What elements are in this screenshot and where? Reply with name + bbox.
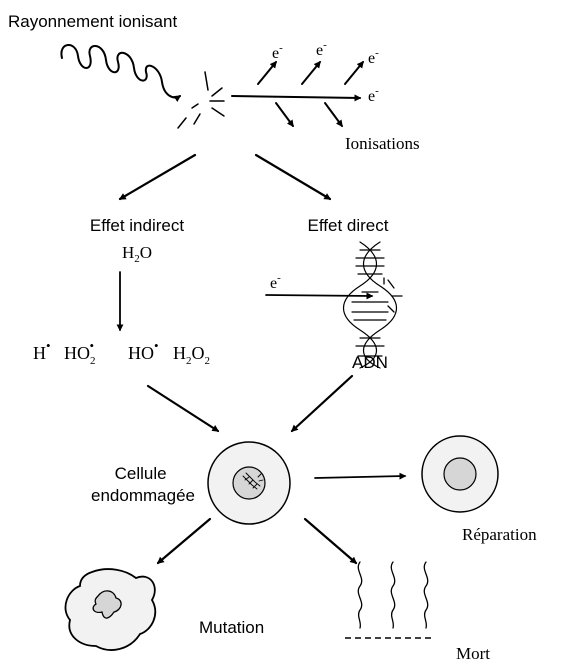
damaged-cell-nucleus: [232, 466, 266, 500]
arrow-cell-to-repair: [314, 472, 407, 480]
ionisation-arrow-2: [324, 102, 343, 128]
water-label: H2O: [122, 243, 152, 265]
damaged-cell-label: Cellule endommagée: [91, 464, 195, 505]
main-electron-arrow: [231, 94, 362, 102]
electron-arrow-1: [257, 60, 277, 85]
direct-effect-label: Effet direct: [308, 216, 389, 235]
mutation-label: Mutation: [199, 618, 264, 637]
arrow-to-direct: [254, 153, 332, 201]
dna-label: ADN: [352, 353, 388, 372]
electron-label-direct: e-: [270, 272, 281, 292]
electron-label-4: e-: [368, 85, 379, 105]
hydroperoxyl-radical-label: HO2•: [64, 338, 96, 367]
arrow-cell-to-death: [303, 517, 358, 565]
ionizing-ray-wave: [60, 44, 182, 103]
arrow-cell-to-mutation: [156, 517, 212, 565]
dead-cell-filaments: [357, 561, 429, 629]
ionisations-label: Ionisations: [345, 134, 420, 153]
impact-spark: [177, 71, 225, 129]
indirect-effect-label: Effet indirect: [90, 216, 184, 235]
arrow-to-indirect: [118, 153, 197, 201]
dna-helix: [343, 241, 397, 369]
hydrogen-peroxide-label: H2O2: [173, 343, 210, 367]
death-label: Mort: [456, 644, 490, 663]
arrow-electron-to-dna: [265, 292, 374, 300]
arrow-dna-to-cell: [290, 374, 354, 433]
repair-label: Réparation: [462, 525, 537, 544]
ionisation-arrow-1: [275, 102, 294, 128]
mutated-cell-nucleus: [92, 590, 122, 619]
arrow-radicals-to-cell: [146, 384, 220, 433]
electron-arrow-2: [301, 60, 321, 85]
dna-hit-spark: [383, 277, 403, 313]
electron-label-3: e-: [368, 47, 379, 67]
damaged-dna-fragment: [242, 472, 264, 490]
hydrogen-radical-label: H•: [33, 338, 51, 363]
electron-label-1: e-: [272, 42, 283, 62]
electron-label-2: e-: [316, 39, 327, 59]
repaired-cell-nucleus: [443, 457, 477, 491]
hydroxyl-radical-label: HO•: [128, 338, 159, 363]
electron-arrow-3: [344, 60, 364, 85]
diagram-title: Rayonnement ionisant: [8, 12, 177, 31]
